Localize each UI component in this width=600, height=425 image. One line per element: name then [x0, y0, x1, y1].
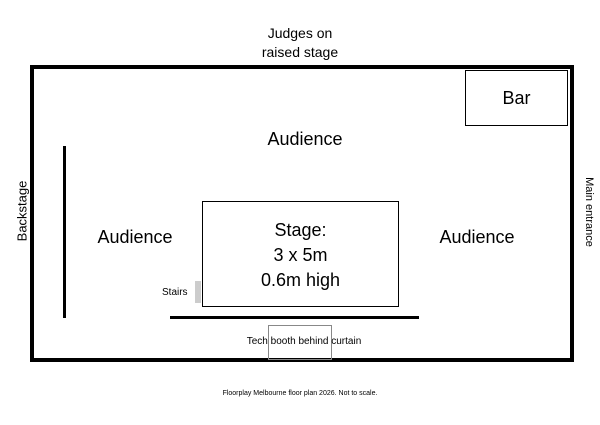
bar-area: Bar	[465, 70, 568, 126]
stairs-icon	[195, 281, 201, 303]
judges-line-1: Judges on	[267, 25, 333, 41]
stage-line-1: Stage:	[274, 220, 327, 240]
main-entrance-label: Main entrance	[583, 177, 595, 247]
judges-line-2: raised stage	[261, 44, 339, 60]
audience-right-label: Audience	[439, 227, 515, 247]
tech-booth-label: Tech booth behind curtain	[246, 336, 362, 347]
curtain-line	[170, 316, 419, 319]
stairs-label: Stairs	[162, 287, 188, 298]
judges-label: Judges on raised stage	[200, 24, 400, 62]
bar-label: Bar	[502, 87, 531, 108]
stage-line-3: 0.6m high	[260, 270, 341, 290]
audience-top-label: Audience	[267, 129, 343, 149]
audience-left-label: Audience	[97, 227, 173, 247]
stage-description: Stage: 3 x 5m 0.6m high	[202, 218, 399, 293]
room-outline	[30, 65, 574, 362]
tech-booth-area	[268, 325, 332, 360]
backstage-divider	[63, 146, 66, 318]
stage-line-2: 3 x 5m	[273, 245, 328, 265]
caption: Floorplay Melbourne floor plan 2026. Not…	[222, 390, 378, 397]
stage-area	[202, 201, 399, 307]
backstage-label: Backstage	[14, 180, 30, 242]
